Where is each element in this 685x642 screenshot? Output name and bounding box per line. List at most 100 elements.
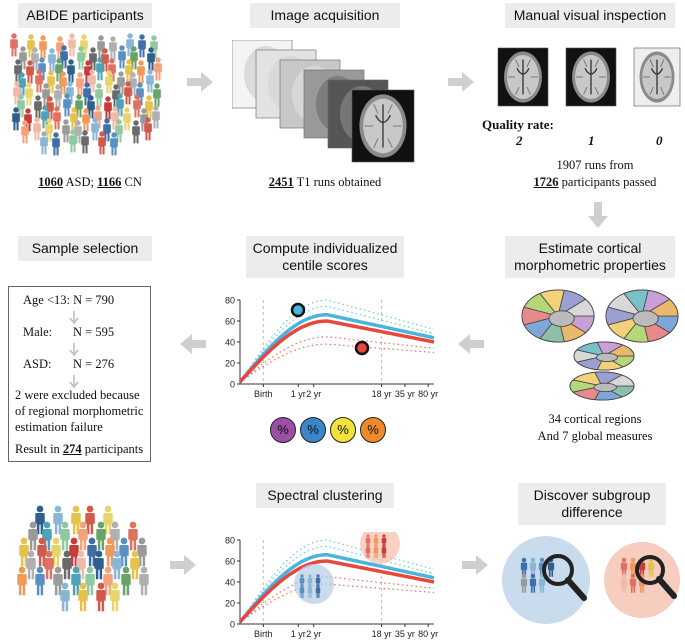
brain-slice [633,47,681,107]
brain-scan-quality-2 [497,47,549,107]
x-tick-label: Birth [254,629,273,639]
person-icon [96,582,106,612]
arrow-right-3 [170,555,196,575]
lower-centile-line [239,343,435,383]
exclusion-note-line2: of regional morphometric [15,404,144,418]
y-tick-label: 40 [225,338,235,348]
person-icon [35,69,43,93]
x-tick-label: 80 yr [418,389,438,399]
person-icon [96,57,104,81]
person-icon [53,566,63,596]
person-icon [42,521,52,551]
asd-count: 1060 [38,175,64,189]
person-icon [83,82,91,106]
person-icon [153,83,161,107]
cortical-region-group [605,289,679,343]
brain-scan-quality-1 [565,47,617,107]
cortical-caption: 34 cortical regions And 7 global measure… [510,411,680,445]
step-header-subgroup: Discover subgroup difference [518,483,666,525]
person-icon [71,505,81,535]
person-icon [69,129,77,153]
sample-selection-box: Age <13: N = 790 Male: N = 595 ASD: N = … [8,286,151,462]
person-icon [81,130,89,154]
person-icon [133,94,141,118]
person-icon [529,557,537,577]
person-icon [59,71,67,95]
person-icon [62,119,70,143]
person-icon [103,118,111,142]
selection-age-value: N = 790 [73,293,115,307]
runs-count: 2451 [268,175,294,189]
person-icon [112,550,122,580]
arrow-right-4 [462,555,488,575]
participants-crowd-illustration [10,33,162,156]
runs-label: T1 runs obtained [293,175,382,189]
selection-arrow-3 [69,375,79,389]
selection-arrow-1 [69,311,79,325]
person-icon [125,59,133,83]
person-icon [132,120,140,144]
quality-rate-label: Quality rate: [482,117,554,132]
y-tick-label: 0 [230,380,235,390]
person-icon [154,57,162,81]
x-tick-label: 1 yr [291,389,306,399]
selection-asd-value: N = 276 [73,357,115,371]
abide-caption: 1060 ASD; 1166 CN [10,174,170,191]
cn-count: 1166 [97,175,122,189]
person-icon [26,550,36,580]
cortical-region-group [573,341,635,371]
x-tick-label: Birth [254,389,273,399]
cortical-parcellation-illustration [521,289,679,401]
x-tick-label: 35 yr [395,629,415,639]
upper-centile-line [239,299,435,383]
person-icon [104,96,112,120]
person-icon [91,117,99,141]
cortical-regions-text: 34 cortical regions [548,412,642,426]
person-icon [147,47,155,71]
person-icon [620,557,628,577]
person-icon [25,82,33,106]
person-icon [146,69,154,93]
person-icon [520,573,528,593]
cortical-region-group [521,289,595,343]
person-icon [96,521,106,551]
x-tick-label: 18 yr [372,389,392,399]
cortical-region-group [569,371,635,401]
person-icon [67,59,75,83]
person-icon [70,107,78,131]
lower-centile-line [239,336,435,383]
result-suffix: participants [81,442,144,456]
quality-rate-1: 1 [588,133,595,148]
result-count: 274 [62,442,82,456]
person-icon [71,566,81,596]
person-icon [116,93,124,117]
person-icon [97,35,105,59]
person-icon [53,505,63,535]
person-icon [55,58,63,82]
lower-centile-line [239,583,435,623]
person-icon [144,117,152,141]
subgroup-magnifier-illustration [502,536,680,624]
step-header-cortical: Estimate cortical morphometric propertie… [505,236,675,278]
x-tick-label: 1 yr [291,629,306,639]
person-icon [28,521,38,551]
brain-slice [351,89,415,163]
person-icon [60,521,70,551]
person-icon [78,521,88,551]
person-icon [44,550,54,580]
runs-passed-text: 1907 runs from [556,158,634,172]
centile-badge-blue: % [300,417,326,443]
step-header-centile: Compute individualized centile scores [246,236,404,278]
cortical-title-line2: morphometric properties [514,257,666,273]
cluster-blue-circle [294,564,334,604]
person-icon [110,582,120,612]
arrow-left-2 [180,334,206,354]
magnifier-lens-2 [635,555,665,585]
brain-slice [565,47,617,107]
selection-arrow-2 [69,343,79,357]
person-icon [109,36,117,60]
person-icon [54,84,62,108]
acquisition-caption: 2451 T1 runs obtained [245,174,405,191]
selection-result-row: Result in 274 participants [15,442,143,457]
person-icon [13,81,21,105]
